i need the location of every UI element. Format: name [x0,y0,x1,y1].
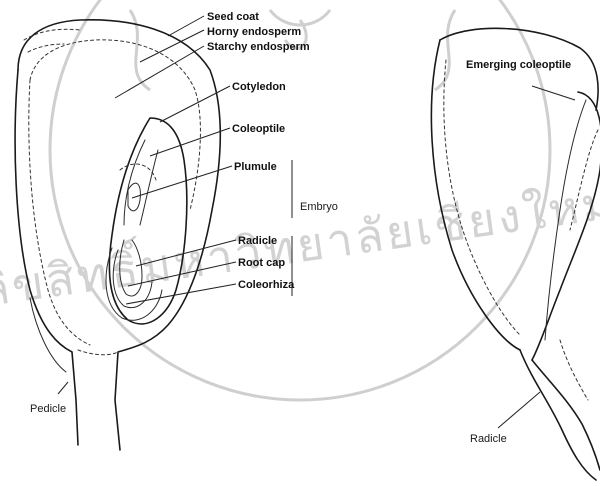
left-leader-lines [58,16,292,394]
pedicle-top [78,350,118,355]
leader-coleoptile [150,128,230,156]
label-embryo: Embryo [300,201,338,213]
radicle-root-outline-right [532,360,600,470]
label-plumule: Plumule [234,161,277,173]
label-coleorhiza: Coleorhiza [238,279,295,291]
label-horny-endosperm: Horny endosperm [207,26,301,38]
label-emerging-coleoptile-line1: Emerging coleoptile [466,59,571,71]
label-radicle: Radicle [238,235,277,247]
label-radicle-right: Radicle [470,433,507,445]
seed-coat-outline [18,20,220,450]
leader-emerging-coleoptile [532,86,575,100]
radicle-dashed [560,340,588,400]
label-pedicle: Pedicle [30,403,66,415]
label-coleoptile: Coleoptile [232,123,285,135]
label-emerging-coleoptile: Emerging coleoptile [466,59,571,71]
leader-starchy-endosperm [115,46,204,98]
watermark-text: ลิขสิทธิ์มหาวิทยาลัยเชียงใหม่ [0,169,600,316]
leader-pedicle [58,382,68,394]
label-root-cap: Root cap [238,257,285,269]
radicle-root-outline [520,350,596,480]
coleoptile-line [124,140,145,225]
right-leader-lines [498,86,575,428]
label-seed-coat: Seed coat [207,11,259,23]
coleoptile-line-inner [140,150,158,225]
leader-radicle-right [498,392,540,428]
left-seed-drawing [15,20,220,450]
label-starchy-endosperm: Starchy endosperm [207,41,310,53]
label-cotyledon: Cotyledon [232,81,286,93]
leader-horny-endosperm [140,30,204,62]
